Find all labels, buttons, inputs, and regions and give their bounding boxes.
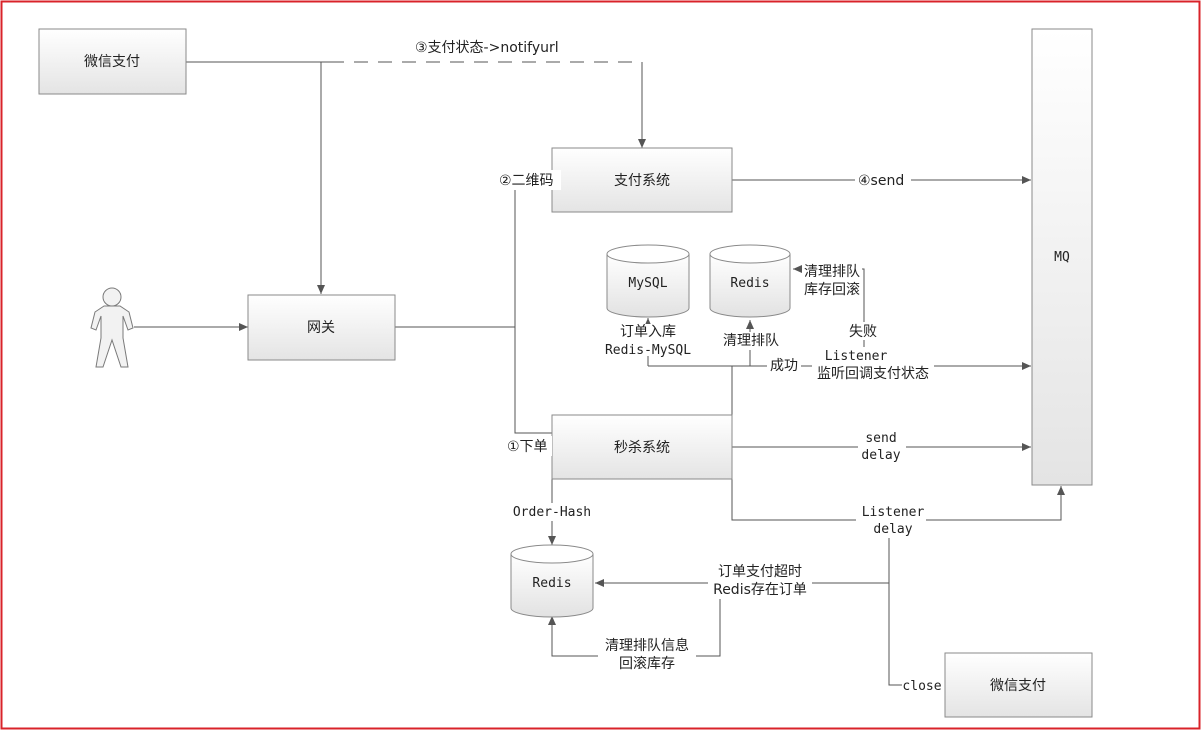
user-actor-icon <box>90 287 134 368</box>
wechat-pay-top-node: 微信支付 <box>38 28 187 95</box>
order-persist-label-2: Redis-MySQL <box>605 343 691 358</box>
success-label-bg <box>767 357 801 375</box>
redis-top-database-icon: Redis <box>709 244 791 318</box>
rollback-info-label-2: 回滚库存 <box>619 655 675 672</box>
listener-delay-label-bg <box>856 504 926 538</box>
listener-to-close-edge <box>888 520 944 686</box>
send-pay-label: ④send <box>858 173 904 189</box>
listener-label-2: 监听回调支付状态 <box>817 366 929 382</box>
clear-queue-label-bg <box>720 332 782 350</box>
seckill-system-node: 秒杀系统 <box>551 414 733 480</box>
rollback-info-label-1: 清理排队信息 <box>605 637 689 654</box>
send-pay-label-bg <box>855 170 911 190</box>
wechat-pay-bottom-node: 微信支付 <box>944 652 1093 718</box>
redis-bottom-database-icon: Redis <box>510 544 594 618</box>
qrcode-label: ②二维码 <box>499 173 554 189</box>
listener-delay-label-1: Listener <box>862 505 925 520</box>
order-persist-label-bg <box>602 324 694 356</box>
place-order-label: ①下单 <box>507 439 548 455</box>
notify-label-bg <box>410 37 582 57</box>
fail-label: 失败 <box>849 324 877 340</box>
gateway-label: 网关 <box>307 320 335 336</box>
trunk-vertical-edge <box>514 179 552 434</box>
close-label: close <box>902 679 941 694</box>
mq-node: MQ <box>1031 28 1093 486</box>
seckill-system-label: 秒杀系统 <box>614 440 670 456</box>
clear-queue-rollback-label-2: 库存回滚 <box>804 281 860 298</box>
gateway-node: 网关 <box>247 294 396 361</box>
qrcode-label-bg <box>497 170 561 190</box>
order-persist-label-1: 订单入库 <box>620 324 676 340</box>
timeout-label-1: 订单支付超时 <box>718 564 802 580</box>
payment-system-node: 支付系统 <box>551 147 733 213</box>
mysql-label: MySQL <box>628 276 667 291</box>
notify-label: ③支付状态->notifyurl <box>415 40 559 56</box>
clear-queue-rollback-label-1: 清理排队 <box>804 264 860 280</box>
fail-label-bg <box>846 322 880 340</box>
listener-label-bg <box>812 347 934 383</box>
close-label-bg <box>902 677 944 693</box>
send-delay-label-1: send <box>865 431 896 446</box>
timeout-label-2: Redis存在订单 <box>713 582 807 598</box>
wechat-to-gateway-edge <box>186 61 325 294</box>
success-label: 成功 <box>770 358 798 374</box>
mysql-database-icon: MySQL <box>606 244 690 318</box>
wechat-pay-top-label: 微信支付 <box>84 54 140 70</box>
redis-bottom-label: Redis <box>532 576 571 591</box>
wechat-pay-bottom-label: 微信支付 <box>990 678 1046 694</box>
redis-top-label: Redis <box>730 276 769 291</box>
order-hash-label: Order-Hash <box>513 505 591 520</box>
order-hash-label-bg <box>509 503 595 521</box>
send-delay-label-2: delay <box>861 448 900 463</box>
mq-label: MQ <box>1054 250 1070 265</box>
listener-label-1: Listener <box>825 349 888 364</box>
payment-system-label: 支付系统 <box>614 173 670 189</box>
place-order-label-bg <box>505 436 552 456</box>
timeout-label-bg <box>708 563 812 599</box>
clear-queue-rollback-label-bg <box>802 262 862 300</box>
clear-queue-label: 清理排队 <box>723 333 779 349</box>
send-delay-label-bg <box>858 430 906 464</box>
listener-delay-label-2: delay <box>873 522 912 537</box>
edge-labels: ③支付状态->notifyurl ②二维码 ④send ①下单 清理排队 库存回… <box>410 37 944 694</box>
rollback-info-label-bg <box>598 637 696 673</box>
